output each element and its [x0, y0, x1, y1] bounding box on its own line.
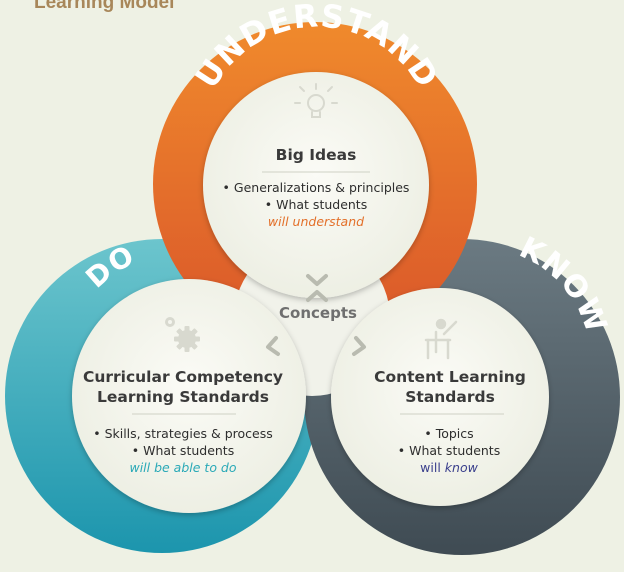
content-emphasis-prefix: will [420, 460, 445, 475]
page-title: Learning Model [34, 0, 175, 13]
chevron-up-icon [306, 290, 328, 302]
content-line-1: • Topics [424, 426, 473, 441]
lightbulb-icon [294, 83, 338, 118]
content-heading-line-1: Content Learning [374, 368, 526, 386]
chevron-down-icon [306, 274, 328, 286]
gears-icon [165, 317, 200, 352]
curricular-emphasis: will be able to do [129, 460, 236, 475]
chevron-left-icon [266, 336, 280, 356]
chevron-right-icon [352, 336, 366, 356]
big-ideas-heading: Big Ideas [276, 146, 357, 164]
big-ideas-card [203, 72, 429, 298]
content-heading-line-2: Standards [405, 388, 495, 406]
curricular-heading-line-2: Learning Standards [97, 388, 269, 406]
content-card [331, 288, 549, 506]
content-emphasis: will know [420, 460, 478, 475]
curricular-card [72, 279, 306, 513]
content-line-2: • What students [398, 443, 500, 458]
concepts-label: Concepts [279, 304, 357, 322]
big-ideas-line-2: • What students [265, 197, 367, 212]
teacher-icon [424, 318, 458, 360]
curricular-line-2: • What students [132, 443, 234, 458]
big-ideas-line-1: • Generalizations & principles [223, 180, 410, 195]
curricular-heading-line-1: Curricular Competency [83, 368, 283, 386]
curricular-line-1: • Skills, strategies & process [93, 426, 273, 441]
content-emphasis-word: know [445, 460, 479, 475]
concepts-arrows [266, 274, 366, 356]
big-ideas-emphasis: will understand [268, 214, 364, 229]
